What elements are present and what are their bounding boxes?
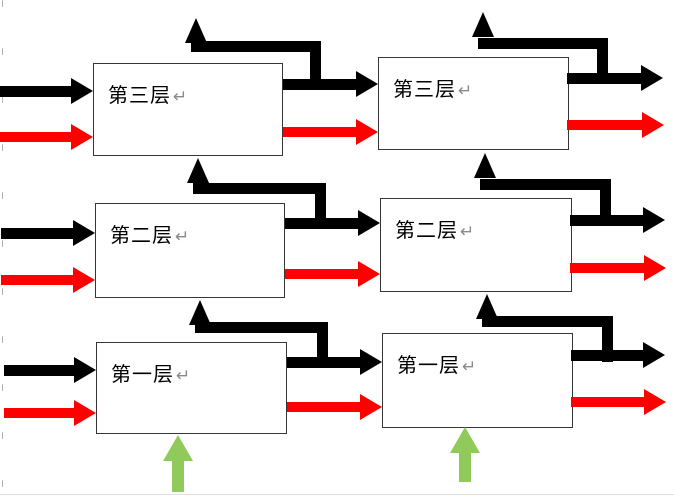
red-output-arrow-row2[interactable] xyxy=(570,255,666,281)
arrow-up-head xyxy=(185,18,207,43)
arrow-head xyxy=(644,255,666,281)
eol-mark: ↵ xyxy=(175,227,191,246)
eol-mark: ↵ xyxy=(173,87,189,106)
black-output-arrow-row3[interactable] xyxy=(571,341,665,369)
black-output-arrow-row2[interactable] xyxy=(570,206,665,234)
arrow-stem xyxy=(285,269,358,279)
arrow-horizontal-segment xyxy=(478,38,608,49)
arrow-horizontal-segment xyxy=(193,183,326,194)
arrow-head xyxy=(360,394,382,420)
layer-box-row1-right[interactable]: 第三层↵ xyxy=(378,57,569,150)
arrow-stem xyxy=(0,85,71,97)
black-output-arrow-row1[interactable] xyxy=(567,64,663,92)
arrow-stem xyxy=(4,364,74,376)
arrow-vertical-segment xyxy=(310,41,321,89)
layer-label: 第二层 xyxy=(395,220,458,242)
arrow-head xyxy=(358,210,380,236)
black-connector-arrow-row1[interactable] xyxy=(283,70,378,98)
text-boundary-dashes xyxy=(2,0,3,500)
black-connector-arrow-row3[interactable] xyxy=(287,348,382,376)
black-connector-arrow-row2[interactable] xyxy=(285,209,380,237)
arrow-stem xyxy=(287,402,360,412)
red-output-arrow-row3[interactable] xyxy=(571,389,666,415)
red-input-arrow-row3[interactable] xyxy=(4,400,96,426)
arrow-stem xyxy=(570,263,644,273)
arrow-up-head xyxy=(163,435,193,461)
red-input-arrow-row2[interactable] xyxy=(1,267,95,293)
green-input-arrow-right[interactable] xyxy=(450,427,480,482)
layer-label: 第三层 xyxy=(108,85,171,107)
eol-mark: ↵ xyxy=(458,81,474,100)
page-edge-line xyxy=(0,494,674,495)
layer-label: 第一层 xyxy=(397,355,460,377)
layer-box-row3-left[interactable]: 第一层↵ xyxy=(96,342,287,434)
layer-box-row1-left[interactable]: 第三层↵ xyxy=(93,63,283,156)
arrow-head xyxy=(358,261,380,287)
arrow-head xyxy=(73,220,95,246)
arrow-stem xyxy=(4,408,74,418)
arrow-head xyxy=(641,65,663,91)
arrow-up-head xyxy=(187,158,209,183)
arrow-stem xyxy=(459,453,471,482)
arrow-stem xyxy=(567,120,642,130)
red-output-arrow-row1[interactable] xyxy=(567,112,664,138)
arrow-up-head xyxy=(474,153,496,178)
arrow-head xyxy=(643,342,665,368)
arrow-stem xyxy=(1,227,73,239)
layer-box-row3-right[interactable]: 第一层↵ xyxy=(382,333,573,428)
arrow-head xyxy=(643,207,665,233)
arrow-stem xyxy=(283,127,356,137)
red-connector-arrow-row1[interactable] xyxy=(283,119,378,145)
arrow-head xyxy=(644,389,666,415)
red-input-arrow-row1[interactable] xyxy=(0,124,93,150)
arrow-stem xyxy=(0,132,71,142)
eol-mark: ↵ xyxy=(460,222,476,241)
arrow-head xyxy=(360,349,382,375)
black-input-arrow-row3[interactable] xyxy=(4,356,96,384)
arrow-head xyxy=(71,124,93,150)
layer-box-row2-right[interactable]: 第二层↵ xyxy=(380,198,572,292)
black-input-arrow-row1[interactable] xyxy=(0,77,93,105)
layer-label: 第三层 xyxy=(393,79,456,101)
arrow-head xyxy=(356,71,378,97)
layer-label: 第二层 xyxy=(110,225,173,247)
arrow-vertical-segment xyxy=(602,316,613,362)
arrow-up-head xyxy=(476,294,498,319)
arrow-up-head xyxy=(472,12,494,37)
arrow-horizontal-segment xyxy=(482,316,613,327)
arrow-head xyxy=(74,357,96,383)
arrow-head xyxy=(74,400,96,426)
arrow-stem xyxy=(1,275,73,285)
green-input-arrow-left[interactable] xyxy=(163,435,193,492)
arrow-stem xyxy=(571,397,644,407)
arrow-head xyxy=(642,112,664,138)
black-input-arrow-row2[interactable] xyxy=(1,219,95,247)
eol-mark: ↵ xyxy=(176,366,192,385)
layer-box-row2-left[interactable]: 第二层↵ xyxy=(95,203,285,298)
arrow-head xyxy=(356,119,378,145)
arrow-head xyxy=(71,78,93,104)
arrow-up-head xyxy=(189,300,211,325)
eol-mark: ↵ xyxy=(462,357,478,376)
arrow-horizontal-segment xyxy=(191,41,321,52)
arrow-vertical-segment xyxy=(317,322,328,367)
arrow-horizontal-segment xyxy=(195,322,328,333)
arrow-horizontal-segment xyxy=(480,179,611,190)
red-connector-arrow-row2[interactable] xyxy=(285,261,380,287)
arrow-stem xyxy=(172,461,184,492)
arrow-vertical-segment xyxy=(315,183,326,228)
red-connector-arrow-row3[interactable] xyxy=(287,394,382,420)
layer-label: 第一层 xyxy=(111,364,174,386)
arrow-head xyxy=(73,267,95,293)
arrow-up-head xyxy=(450,427,480,453)
arrow-vertical-segment xyxy=(597,38,608,83)
arrow-vertical-segment xyxy=(600,179,611,225)
